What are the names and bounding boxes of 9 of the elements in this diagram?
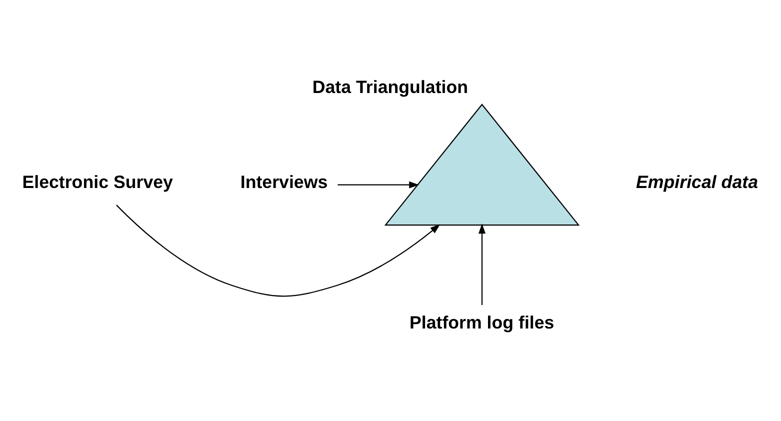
node-text: Electronic Survey <box>22 172 173 192</box>
diagram-title: Data Triangulation <box>312 77 468 98</box>
label: Empirical data <box>636 172 758 192</box>
arrow <box>338 181 420 188</box>
node-triangle <box>384 104 580 226</box>
arrow <box>116 204 440 297</box>
node-text: Platform log files <box>409 312 554 333</box>
arrow <box>478 224 486 306</box>
node-text: Interviews <box>240 172 328 192</box>
